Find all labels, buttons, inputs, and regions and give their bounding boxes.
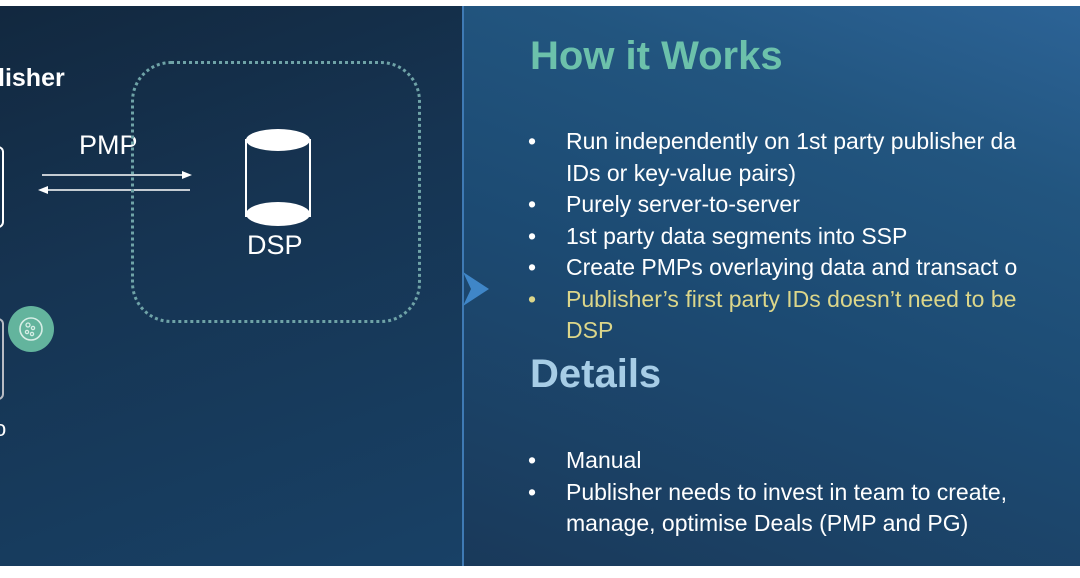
bullet-icon: • <box>528 222 537 249</box>
list-item: •Create PMPs overlaying data and transac… <box>528 252 1080 284</box>
bullet-icon: • <box>528 478 537 505</box>
cookie-icon <box>8 306 54 352</box>
list-item-continuation: manage, optimise Deals (PMP and PG) <box>566 510 969 536</box>
dsp-boundary-box <box>131 61 421 323</box>
list-item-continuation: DSP <box>566 317 614 343</box>
how-it-works-list: •Run independently on 1st party publishe… <box>528 126 1080 347</box>
list-item-highlighted: •Publisher’s first party IDs doesn’t nee… <box>528 284 1080 316</box>
user-device-label: o <box>0 416 7 441</box>
bidirectional-arrows-icon <box>38 171 192 194</box>
list-item: •Purely server-to-server <box>528 189 1080 221</box>
list-item-continuation: IDs or key-value pairs) <box>566 159 797 186</box>
bullet-icon: • <box>528 128 537 154</box>
list-item: •Manual <box>528 445 1080 477</box>
chevron-right-icon <box>463 272 489 306</box>
details-list: •Manual •Publisher needs to invest in te… <box>528 445 1080 540</box>
database-cylinder-icon <box>245 129 311 226</box>
content-panel <box>464 6 1080 566</box>
publisher-device-icon <box>0 146 4 228</box>
bullet-icon: • <box>528 285 537 312</box>
bullet-icon: • <box>528 447 537 473</box>
user-device-icon <box>0 318 4 400</box>
how-it-works-title: How it Works <box>530 34 783 78</box>
publisher-title: lisher <box>0 64 65 92</box>
list-item: •1st party data segments into SSP <box>528 221 1080 253</box>
bullet-icon: • <box>528 254 537 280</box>
dsp-label: DSP <box>247 230 303 260</box>
panel-divider <box>462 6 464 566</box>
details-title: Details <box>530 352 662 396</box>
slide: lisher o PMP DSP <box>0 6 1080 566</box>
diagram-panel: lisher o PMP DSP <box>0 6 464 566</box>
bullet-icon: • <box>528 191 537 217</box>
list-item: •Publisher needs to invest in team to cr… <box>528 477 1080 509</box>
list-item: •Run independently on 1st party publishe… <box>528 126 1080 158</box>
pmp-connection-label: PMP <box>79 130 138 160</box>
